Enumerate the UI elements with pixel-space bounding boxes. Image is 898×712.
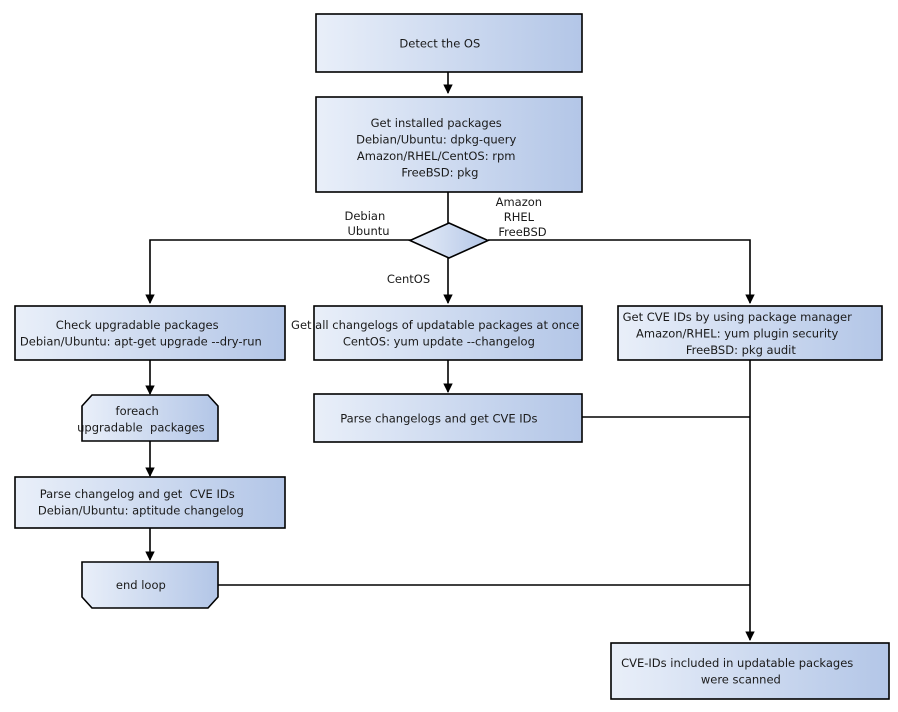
node-parse-changelog-get-cve-ids-shape (14, 476, 286, 529)
node-cve-ids-scanned[interactable]: CVE-IDs included in updatable packages w… (610, 642, 890, 700)
node-os-decision[interactable] (408, 222, 490, 259)
node-foreach-upgradable-packages[interactable]: foreach upgradable packages (77, 394, 223, 442)
node-cve-ids-scanned-shape (610, 642, 890, 700)
node-get-all-changelogs-shape (313, 305, 583, 361)
edge-decision-to-check-upgradable (145, 239, 412, 304)
node-get-cve-ids-package-manager-shape (617, 305, 883, 361)
node-get-installed-packages-label: Get installed packages Debian/Ubuntu: dp… (356, 116, 542, 180)
node-check-upgradable-packages-shape (14, 305, 286, 361)
node-get-cve-ids-package-manager[interactable]: Get CVE IDs by using package manager Ama… (617, 305, 883, 361)
node-end-loop[interactable]: end loop (81, 561, 219, 609)
node-get-all-changelogs-label: Get all changelogs of updatable packages… (291, 318, 605, 349)
node-get-all-changelogs[interactable]: Get all changelogs of updatable packages… (291, 305, 605, 361)
node-end-loop-label: end loop (116, 578, 184, 592)
node-parse-changelog-get-cve-ids[interactable]: Parse changelog and get CVE IDs Debian/U… (14, 476, 286, 529)
node-get-installed-packages-shape (315, 96, 583, 193)
node-get-cve-ids-package-manager-label: Get CVE IDs by using package manager Ama… (623, 310, 878, 357)
edge-label-amazon-rhel-freebsd: Amazon RHEL FreeBSD (496, 195, 561, 239)
edge-label-centos: CentOS (387, 272, 441, 286)
node-get-installed-packages[interactable]: Get installed packages Debian/Ubuntu: dp… (315, 96, 583, 193)
node-parse-changelogs-get-cve-ids-shape (313, 393, 583, 443)
node-check-upgradable-packages-label: Check upgradable packages Debian/Ubuntu:… (20, 318, 280, 349)
node-parse-changelog-get-cve-ids-label: Parse changelog and get CVE IDs Debian/U… (38, 487, 262, 518)
edge-decision-to-get-cve-ids (488, 239, 755, 304)
node-detect-os[interactable]: Detect the OS (315, 13, 583, 73)
edge-label-debian-ubuntu: Debian Ubuntu (344, 209, 403, 238)
node-check-upgradable-packages[interactable]: Check upgradable packages Debian/Ubuntu:… (14, 305, 286, 361)
edges (145, 72, 755, 641)
node-cve-ids-scanned-label: CVE-IDs included in updatable packages w… (621, 656, 879, 687)
node-detect-os-shape (315, 13, 583, 73)
node-parse-changelogs-get-cve-ids-label: Parse changelogs and get CVE IDs (340, 411, 556, 425)
node-foreach-upgradable-packages-label: foreach upgradable packages (77, 404, 223, 435)
node-foreach-upgradable-packages-shape (81, 394, 219, 442)
node-parse-changelogs-get-cve-ids[interactable]: Parse changelogs and get CVE IDs (313, 393, 583, 443)
node-detect-os-label: Detect the OS (399, 36, 498, 50)
node-os-decision-shape (408, 222, 490, 259)
node-end-loop-shape (81, 561, 219, 609)
